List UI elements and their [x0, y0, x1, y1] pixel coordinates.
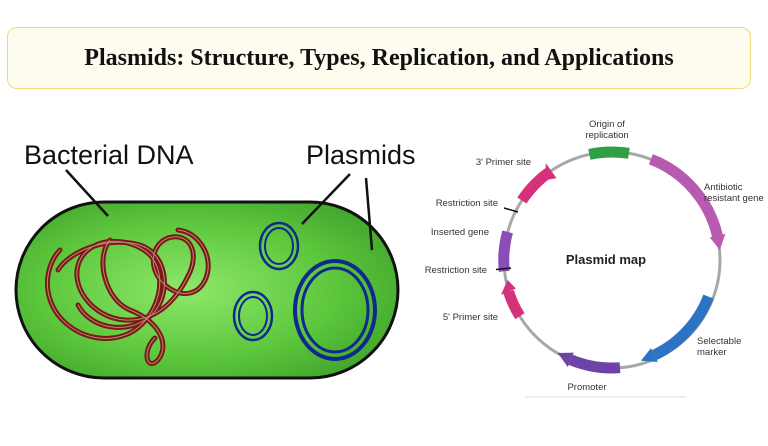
- label-bacterial-dna: Bacterial DNA: [24, 140, 194, 170]
- label-plasmids: Plasmids: [306, 140, 416, 170]
- restriction-tick-top: [503, 207, 519, 213]
- segment-promoter: [568, 354, 621, 374]
- segment-antibiotic: [648, 154, 723, 238]
- label-selectable-line1: Selectable: [697, 336, 741, 347]
- label-restriction-top: Restriction site: [436, 198, 498, 209]
- label-origin-line2: replication: [585, 130, 628, 141]
- bacterial-cell-diagram: Bacterial DNA Plasmids: [14, 140, 416, 380]
- bacterial-dna-strand: [44, 227, 211, 366]
- label-primer3: 3' Primer site: [476, 157, 531, 168]
- segment-selectable: [651, 294, 714, 361]
- label-primer5: 5' Primer site: [443, 312, 498, 323]
- title-banner: Plasmids: Structure, Types, Replication,…: [7, 27, 751, 89]
- plasmid-small-top: [258, 221, 300, 271]
- bacterial-cell: [14, 200, 400, 380]
- label-antibiotic-line2: resistant gene: [704, 193, 764, 204]
- label-inserted-gene: Inserted gene: [431, 227, 489, 238]
- arrowhead-antibiotic: [709, 233, 726, 250]
- restriction-tick-bottom: [495, 267, 512, 271]
- arrowhead-primer5: [501, 280, 516, 295]
- label-antibiotic-line1: Antibiotic: [704, 182, 743, 193]
- label-promoter: Promoter: [567, 382, 606, 393]
- label-origin-line1: Origin of: [589, 119, 625, 130]
- segment-primer5: [503, 289, 525, 320]
- arrowhead-primer3: [545, 163, 557, 180]
- label-pointers: [65, 169, 374, 251]
- label-restriction-bottom: Restriction site: [425, 265, 487, 276]
- plasmid-small-bottom: [232, 290, 274, 342]
- arrowhead-promoter: [557, 352, 574, 367]
- plasmid-map-title: Plasmid map: [566, 252, 646, 267]
- segment-inserted: [498, 230, 513, 272]
- label-selectable-line2: marker: [697, 347, 727, 358]
- arrowhead-selectable: [640, 348, 658, 362]
- plasmid-map: Origin of replication Antibiotic resista…: [425, 119, 764, 398]
- segment-origin: [588, 146, 630, 160]
- plasmid-large: [293, 259, 377, 361]
- page-title: Plasmids: Structure, Types, Replication,…: [84, 44, 674, 71]
